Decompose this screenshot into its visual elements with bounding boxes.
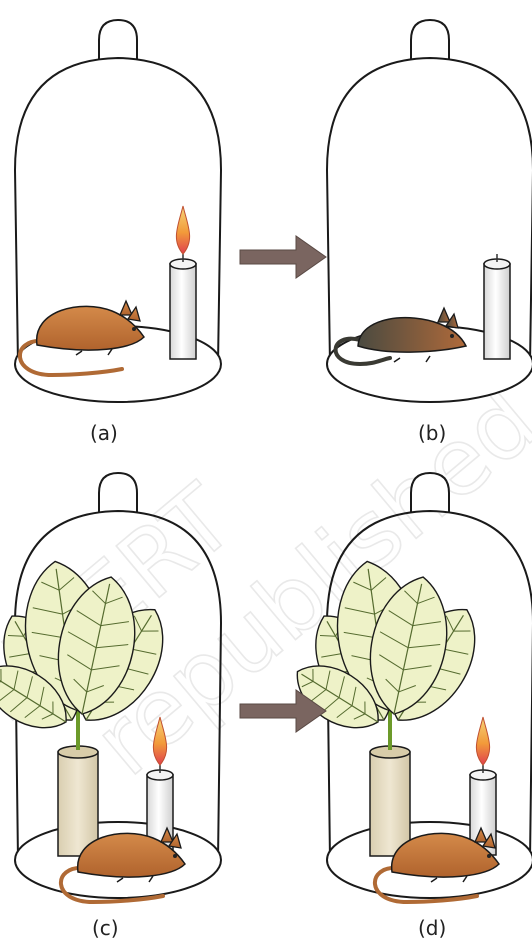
panel-b — [327, 20, 532, 402]
candle-body — [170, 264, 196, 359]
candle-flame-icon — [176, 206, 189, 254]
mouse-ear — [438, 308, 450, 322]
panel-a — [15, 20, 221, 402]
caption-c: (c) — [92, 916, 119, 940]
caption-b: (b) — [418, 421, 446, 445]
arrow-a-to-b — [240, 236, 326, 278]
mouse-eye — [173, 854, 177, 858]
mouse-eye — [487, 854, 491, 858]
plant-pot — [58, 752, 98, 856]
jar-knob — [411, 473, 449, 513]
candle-flame-icon — [476, 717, 489, 765]
candle-body — [484, 264, 510, 359]
jar-knob — [411, 20, 449, 60]
jar-knob — [99, 473, 137, 513]
plant-pot — [370, 752, 410, 856]
mouse-ear — [120, 301, 132, 315]
caption-d: (d) — [418, 916, 446, 940]
caption-a: (a) — [90, 421, 118, 445]
mouse-eye — [132, 327, 136, 331]
jar-knob — [99, 20, 137, 60]
mouse-eye — [450, 334, 454, 338]
